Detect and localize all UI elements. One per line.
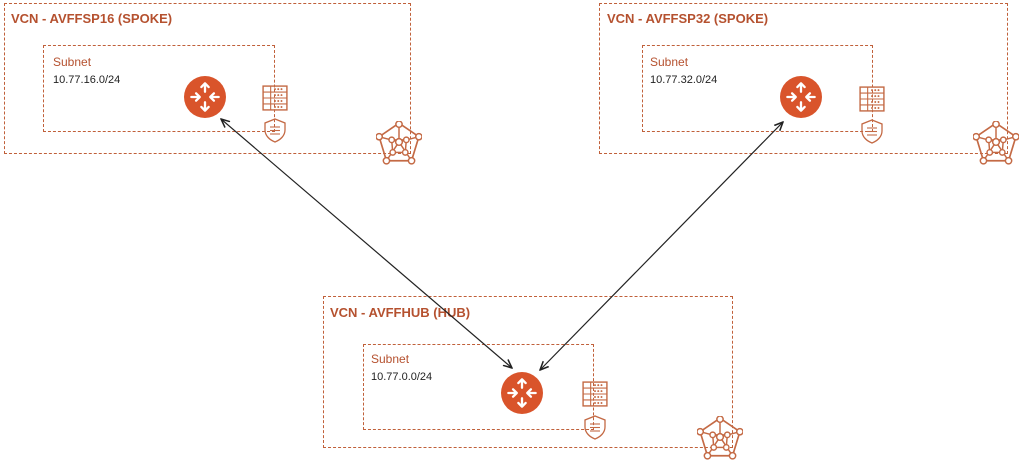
subnet-spoke32-cidr: 10.77.32.0/24 <box>650 74 718 86</box>
vcn-spoke16-container <box>4 3 411 154</box>
peering-arrow-spoke32-hub <box>540 122 783 370</box>
vcn-spoke32-container <box>599 3 1008 154</box>
vcn-spoke32-title: VCN - AVFFSP32 (SPOKE) <box>607 11 769 26</box>
subnet-spoke32-label: Subnet <box>650 55 689 69</box>
subnet-spoke16-cidr: 10.77.16.0/24 <box>53 74 121 86</box>
subnet-spoke16-label: Subnet <box>53 55 92 69</box>
subnet-hub-cidr: 10.77.0.0/24 <box>371 371 433 383</box>
vcn-spoke16-title: VCN - AVFFSP16 (SPOKE) <box>11 11 173 26</box>
vcn-hub-container <box>323 296 733 448</box>
peering-arrow-spoke16-hub <box>221 119 512 368</box>
